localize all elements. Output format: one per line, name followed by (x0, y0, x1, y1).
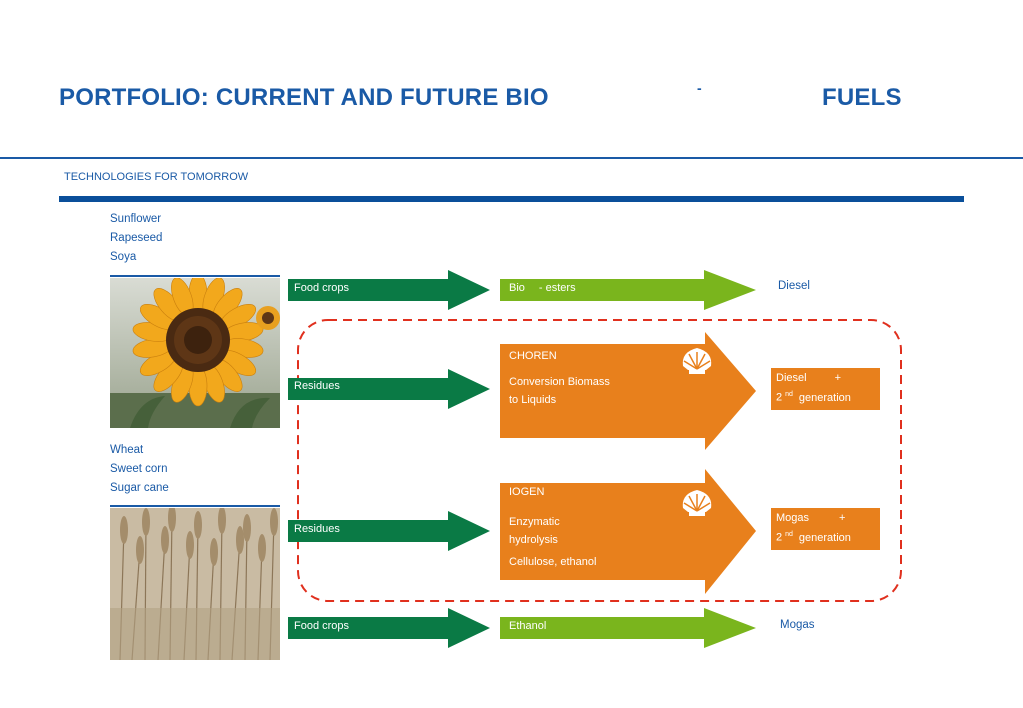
row4-output-label: Mogas (780, 619, 815, 631)
iogen-desc-1: Enzymatic (509, 516, 560, 528)
row4-process-label: Ethanol (509, 620, 547, 632)
choren-label: CHOREN (509, 350, 557, 362)
title-left: PORTFOLIO: CURRENT AND FUTURE BIO (59, 84, 549, 111)
arrow-bio-esters (500, 270, 756, 310)
crop-item: Sugar cane (110, 482, 169, 494)
title-dash: - (697, 80, 702, 96)
sunflower-image (110, 278, 280, 428)
iogen-desc-3: Cellulose, ethanol (509, 556, 597, 568)
output-mogas-label: Mogas+ (776, 512, 846, 524)
shell-logo-icon (682, 348, 712, 374)
title-right: FUELS (822, 84, 902, 111)
row1-process-label: Bio- esters (509, 282, 576, 294)
crop-item: Sweet corn (110, 463, 168, 475)
crop-item: Soya (110, 251, 137, 263)
arrow-food-crops-2 (288, 608, 490, 648)
crop-item: Rapeseed (110, 232, 163, 244)
crop-list-bottom: Wheat Sweet corn Sugar cane (110, 441, 169, 498)
header-divider (0, 157, 1023, 159)
section-divider (59, 196, 964, 202)
crop-list-top: Sunflower Rapeseed Soya (110, 210, 162, 267)
crop-item: Sunflower (110, 213, 162, 225)
photo-divider-bottom (110, 505, 280, 507)
arrow-residues-1 (288, 369, 490, 409)
row1-output-label: Diesel (778, 280, 810, 292)
wheat-image (110, 508, 280, 660)
output-diesel-label: Diesel+ (776, 372, 842, 384)
shell-logo-icon (682, 490, 712, 516)
choren-desc-1: Conversion Biomass (509, 376, 610, 388)
iogen-label: IOGEN (509, 486, 545, 498)
arrow-residues-2 (288, 511, 490, 551)
page-subtitle: TECHNOLOGIES FOR TOMORROW (64, 171, 249, 183)
crop-item: Wheat (110, 444, 144, 456)
arrow-food-crops-1 (288, 270, 490, 310)
row4-input-label: Food crops (294, 620, 350, 632)
row1-input-label: Food crops (294, 282, 350, 294)
row2-input-label: Residues (294, 380, 340, 392)
arrow-ethanol (500, 608, 756, 648)
photo-divider-top (110, 275, 280, 277)
choren-desc-2: to Liquids (509, 394, 557, 406)
row3-input-label: Residues (294, 523, 340, 535)
iogen-desc-2: hydrolysis (509, 534, 558, 546)
